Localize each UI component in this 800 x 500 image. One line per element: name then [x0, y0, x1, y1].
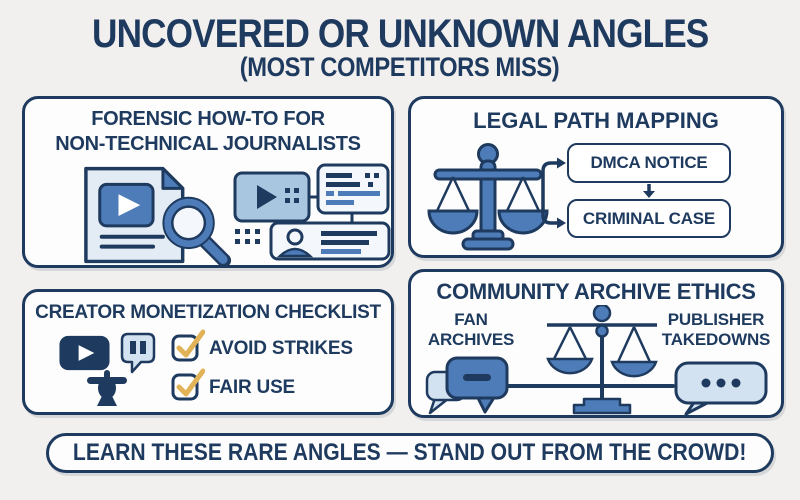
scales-of-justice-icon: [427, 143, 549, 251]
flow-box-dmca: DMCA NOTICE: [567, 143, 731, 183]
document-video-magnifier-icon: [84, 166, 232, 267]
flow-box-criminal-label: CRIMINAL CASE: [582, 208, 716, 228]
checkbox-checked-icon: [171, 329, 205, 362]
checklist-item-fair-use: FAIR USE: [209, 377, 296, 398]
cta-banner: LEARN THESE RARE ANGLES — STAND OUT FROM…: [46, 433, 774, 473]
flow-box-dmca-label: DMCA NOTICE: [590, 153, 708, 172]
panel-legal-path: LEGAL PATH MAPPING DMCA NOTICE CRIMINAL …: [408, 96, 784, 258]
panel-legal-title: LEGAL PATH MAPPING: [473, 108, 719, 133]
connector-line: [507, 384, 675, 388]
chat-bubbles-icon: [425, 356, 509, 415]
page-title-text: UNCOVERED OR UNKNOWN ANGLES: [91, 12, 709, 56]
panel-forensic-howto: FORENSIC HOW-TO FOR NON-TECHNICAL JOURNA…: [22, 96, 394, 268]
mic-stand-icon: [87, 370, 127, 406]
panel-forensic-title: FORENSIC HOW-TO FOR NON-TECHNICAL JOURNA…: [25, 99, 391, 157]
twitch-chat-icon: [120, 332, 156, 374]
panel-creator-checklist: CREATOR MONETIZATION CHECKLIST AVOID STR…: [22, 289, 394, 415]
page-subtitle: (MOST COMPETITORS MISS): [0, 53, 800, 82]
checkbox-checked-icon: [171, 368, 205, 401]
publisher-takedowns-label: PUBLISHER TAKEDOWNS: [661, 310, 771, 349]
page-title: UNCOVERED OR UNKNOWN ANGLES: [0, 13, 800, 55]
branch-arrows-icon: [541, 157, 566, 229]
panel-forensic-title-line2: NON-TECHNICAL JOURNALISTS: [55, 133, 361, 155]
down-arrow-icon: [643, 184, 655, 198]
video-metadata-cards-icon: [233, 163, 391, 261]
checklist-item-avoid-strikes: AVOID STRIKES: [209, 338, 353, 359]
panel-forensic-title-line1: FORENSIC HOW-TO FOR: [91, 108, 325, 130]
fan-archives-label: FAN ARCHIVES: [427, 310, 515, 349]
youtube-play-icon: [59, 335, 110, 371]
cta-banner-text: LEARN THESE RARE ANGLES — STAND OUT FROM…: [73, 439, 747, 466]
panel-creator-title: CREATOR MONETIZATION CHECKLIST: [35, 302, 381, 323]
flow-box-criminal: CRIMINAL CASE: [567, 199, 731, 238]
page-subtitle-text: (MOST COMPETITORS MISS): [240, 52, 560, 82]
panel-community-ethics: COMMUNITY ARCHIVE ETHICS FAN ARCHIVES PU…: [408, 269, 784, 418]
balance-scale-icon: [546, 305, 658, 415]
panel-community-title: COMMUNITY ARCHIVE ETHICS: [436, 279, 756, 304]
ellipsis-bubble-icon: [674, 361, 768, 415]
